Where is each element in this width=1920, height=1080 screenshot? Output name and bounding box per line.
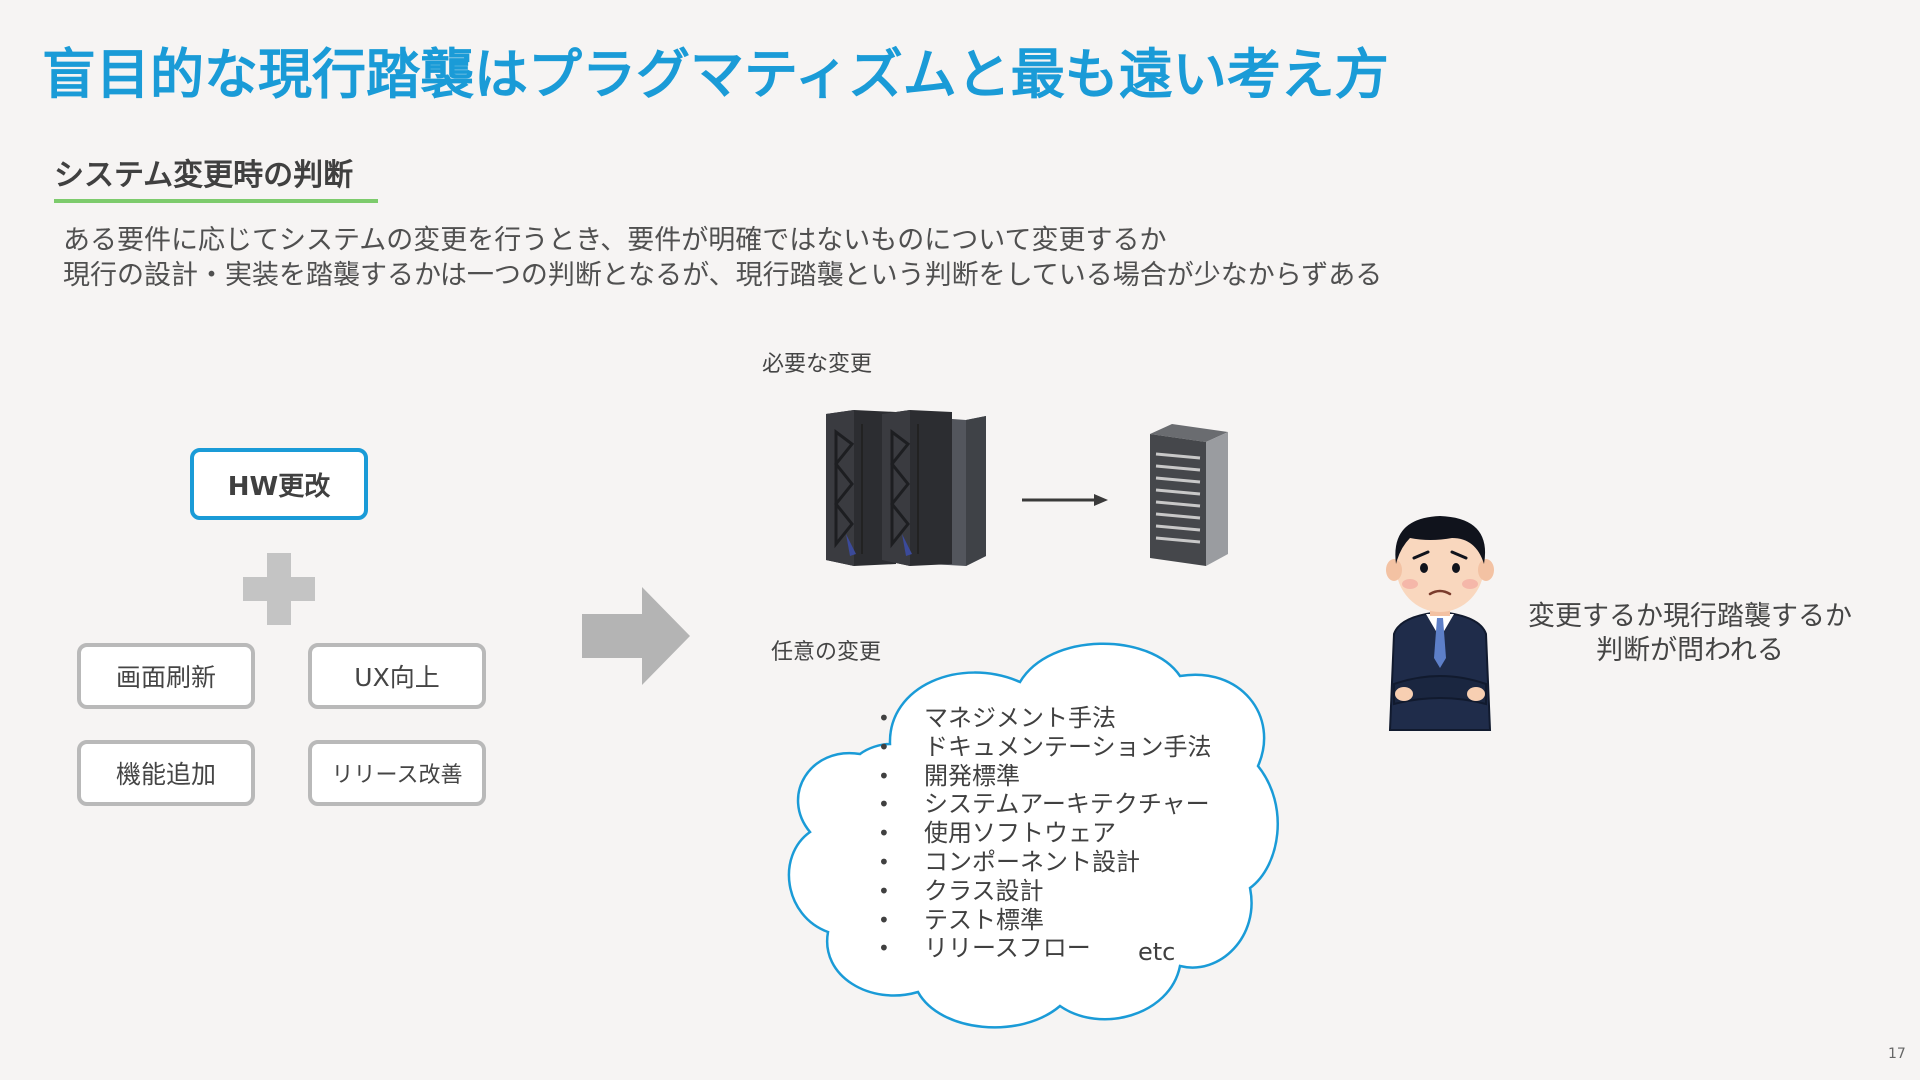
required-change-label: 必要な変更 (762, 352, 873, 377)
page-number: 17 (1888, 1046, 1906, 1062)
decision-caption-line-2: 判断が問われる (1596, 635, 1784, 666)
decision-caption: 変更するか現行踏襲するか 判断が問われる (1500, 600, 1880, 668)
plus-icon (243, 553, 315, 625)
list-item: 開発標準 (870, 762, 1212, 791)
list-item: マネジメント手法 (870, 704, 1212, 733)
release-improvement-box: リリース改善 (308, 740, 486, 806)
ux-improvement-box: UX向上 (308, 643, 486, 709)
description-line-1: ある要件に応じてシステムの変更を行うとき、要件が明確ではないものについて変更する… (63, 225, 1167, 256)
page-title: 盲目的な現行踏襲はプラグマティズムと最も遠い考え方 (42, 43, 1389, 106)
list-item: システムアーキテクチャー (870, 790, 1212, 819)
list-item: テスト標準 (870, 906, 1212, 935)
list-item: クラス設計 (870, 877, 1212, 906)
feature-addition-box: 機能追加 (77, 740, 255, 806)
hw-renewal-box: HW更改 (190, 448, 368, 520)
decision-caption-line-1: 変更するか現行踏襲するか (1528, 601, 1852, 632)
screen-renewal-box: 画面刷新 (77, 643, 255, 709)
server-tower-icon (1150, 424, 1228, 566)
etc-label: etc (1138, 938, 1176, 966)
worried-businessman-icon (1386, 516, 1494, 731)
list-item: リリースフロー (870, 934, 1212, 963)
big-right-arrow-icon (582, 587, 690, 685)
optional-change-list: マネジメント手法 ドキュメンテーション手法 開発標準 システムアーキテクチャー … (870, 704, 1212, 963)
list-item: ドキュメンテーション手法 (870, 733, 1212, 762)
small-right-arrow-icon (1022, 494, 1108, 506)
list-item: 使用ソフトウェア (870, 819, 1212, 848)
list-item: コンポーネント設計 (870, 848, 1212, 877)
section-heading-underline (54, 199, 378, 203)
description-line-2: 現行の設計・実装を踏襲するかは一つの判断となるが、現行踏襲という判断をしている場… (63, 260, 1383, 291)
mainframe-icon (826, 410, 986, 566)
optional-change-label: 任意の変更 (771, 640, 882, 665)
section-heading: システム変更時の判断 (54, 158, 354, 193)
